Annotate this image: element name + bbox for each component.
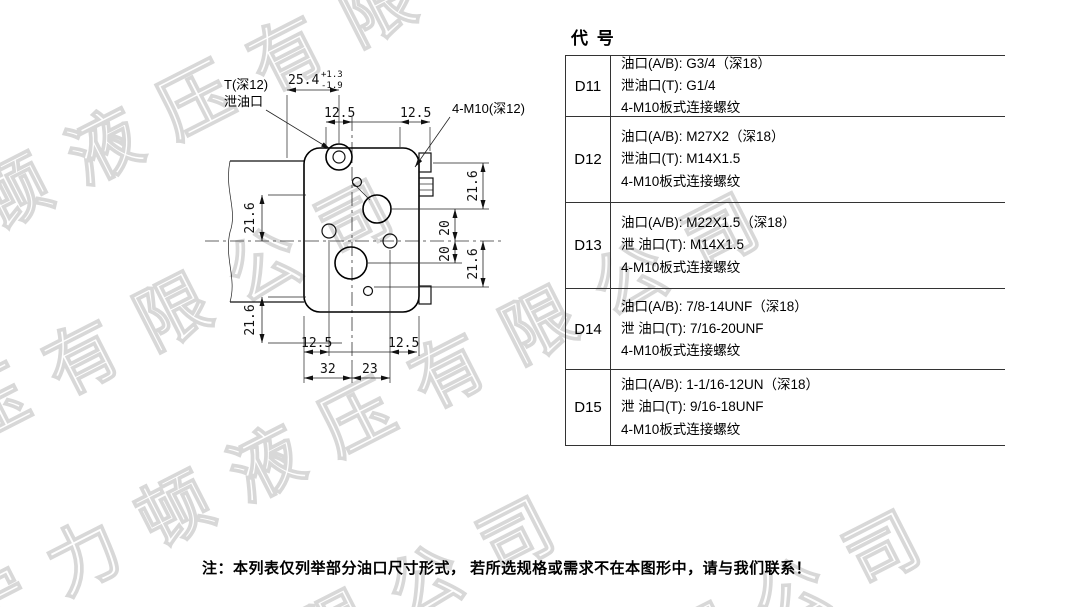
dim-bottom-right-12-5: 12.5 <box>388 336 419 351</box>
dim-25-4: 25.4 <box>288 73 319 88</box>
spec-line: 油口(A/B): G3/4（深18） <box>621 55 772 71</box>
port-spec: 油口(A/B): M27X2（深18） 泄油口(T): M14X1.5 4-M1… <box>611 117 1005 202</box>
port-code: D14 <box>566 289 611 369</box>
port-code: D12 <box>566 117 611 202</box>
bolt-callout-label: 4-M10(深12) <box>452 101 525 116</box>
port-face-drawing: 25.4 +1.3 -1.9 12.5 12.5 20 20 21.6 21.6… <box>205 70 525 383</box>
t-port-label-line2: 泄油口 <box>224 94 263 109</box>
spec-line: 4-M10板式连接螺纹 <box>621 100 741 116</box>
dim-23: 23 <box>362 362 378 377</box>
dim-top-left-12-5: 12.5 <box>324 106 355 121</box>
port-spec: 油口(A/B): 7/8-14UNF（深18） 泄 油口(T): 7/16-20… <box>611 289 1005 369</box>
oil-port-b <box>334 246 368 280</box>
flange-body-outline <box>303 147 434 313</box>
spec-line: 4-M10板式连接螺纹 <box>621 259 741 275</box>
footer-note: 注：本列表仅列举部分油口尺寸形式， 若所选规格或需求不在本图形中，请与我们联系！ <box>202 560 812 577</box>
spec-line: 油口(A/B): M22X1.5（深18） <box>621 215 796 231</box>
dim-tolerance-minus: -1.9 <box>321 81 343 91</box>
table-rows: D11 油口(A/B): G3/4（深18） 泄油口(T): G1/4 4-M1… <box>565 55 1005 446</box>
oil-port-a <box>352 182 392 224</box>
dim-right-20-top: 20 <box>438 220 453 236</box>
dim-right-21-6-top: 21.6 <box>466 170 481 201</box>
spec-line: 4-M10板式连接螺纹 <box>621 173 741 189</box>
port-spec: 油口(A/B): M22X1.5（深18） 泄 油口(T): M14X1.5 4… <box>611 203 1005 288</box>
spec-line: 泄 油口(T): 9/16-18UNF <box>621 399 764 415</box>
motor-body-section <box>228 160 304 303</box>
port-code: D15 <box>566 370 611 445</box>
spec-line: 油口(A/B): 7/8-14UNF（深18） <box>621 298 808 314</box>
port-spec: 油口(A/B): 1-1/16-12UN（深18） 泄 油口(T): 9/16-… <box>611 370 1005 445</box>
port-code: D11 <box>566 56 611 116</box>
table-row: D12 油口(A/B): M27X2（深18） 泄油口(T): M14X1.5 … <box>566 116 1005 202</box>
port-code: D13 <box>566 203 611 288</box>
dim-32: 32 <box>320 362 336 377</box>
spec-line: 4-M10板式连接螺纹 <box>621 421 741 437</box>
dim-right-20-bottom: 20 <box>438 246 453 262</box>
spec-line: 泄 油口(T): 7/16-20UNF <box>621 320 764 336</box>
spec-line: 油口(A/B): 1-1/16-12UN（深18） <box>621 377 820 393</box>
spec-line: 4-M10板式连接螺纹 <box>621 343 741 359</box>
table-row: D15 油口(A/B): 1-1/16-12UN（深18） 泄 油口(T): 9… <box>566 369 1005 446</box>
table-row: D14 油口(A/B): 7/8-14UNF（深18） 泄 油口(T): 7/1… <box>566 288 1005 369</box>
port-spec: 油口(A/B): G3/4（深18） 泄油口(T): G1/4 4-M10板式连… <box>611 56 1005 116</box>
dim-bottom-left-12-5: 12.5 <box>301 336 332 351</box>
table-row: D13 油口(A/B): M22X1.5（深18） 泄 油口(T): M14X1… <box>566 202 1005 288</box>
dim-tolerance-plus: +1.3 <box>321 70 343 80</box>
spec-line: 油口(A/B): M27X2（深18） <box>621 129 785 145</box>
t-port-label-line1: T(深12) <box>224 77 268 92</box>
mounting-holes <box>321 176 398 297</box>
port-spec-table: 代 号 D11 油口(A/B): G3/4（深18） 泄油口(T): G1/4 … <box>565 18 1005 446</box>
table-header-code: 代 号 <box>571 29 616 48</box>
dim-right-21-6-bottom: 21.6 <box>466 248 481 279</box>
dim-left-21-6-top: 21.6 <box>243 202 258 233</box>
dim-left-21-6-bottom: 21.6 <box>243 304 258 335</box>
spec-line: 泄 油口(T): M14X1.5 <box>621 237 745 253</box>
drain-port-t <box>325 143 353 171</box>
spec-line: 泄油口(T): M14X1.5 <box>621 151 741 167</box>
table-row: D11 油口(A/B): G3/4（深18） 泄油口(T): G1/4 4-M1… <box>566 55 1005 116</box>
dimension-lines <box>259 87 486 381</box>
dim-top-right-12-5: 12.5 <box>400 106 431 121</box>
spec-line: 泄油口(T): G1/4 <box>621 77 716 93</box>
